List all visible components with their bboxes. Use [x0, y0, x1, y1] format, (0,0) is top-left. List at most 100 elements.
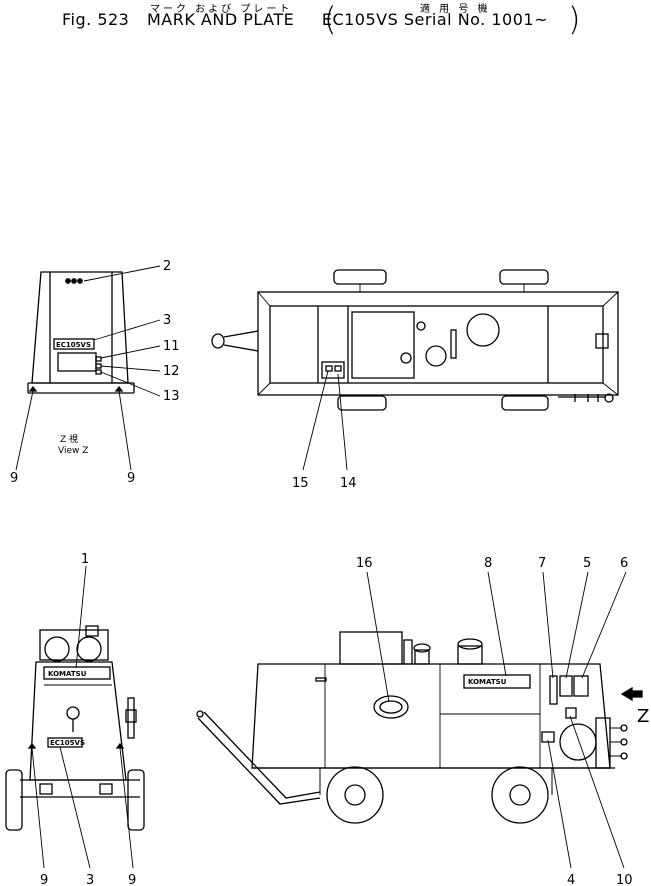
- rear-brand-plate: [43, 666, 111, 680]
- side-wheel-hub: [344, 784, 366, 806]
- small-plate-icon: [95, 369, 102, 375]
- top-view-drawing: [211, 269, 619, 471]
- small-plate-icon: [334, 365, 342, 372]
- small-plate-icon: [95, 356, 102, 362]
- callout-label: 12: [163, 364, 180, 379]
- callout-label: 4: [567, 873, 575, 886]
- reflector-triangle-icon: [114, 385, 124, 392]
- callout-label: 3: [86, 873, 94, 886]
- callout-label: 7: [538, 556, 546, 571]
- side-plate-5: [559, 675, 573, 697]
- outlet-valve-icon: [620, 752, 628, 760]
- callout-label: 5: [583, 556, 591, 571]
- side-plate-7: [549, 675, 558, 705]
- rear-cap: [85, 625, 99, 637]
- rear-light: [99, 783, 113, 795]
- side-air-cleaner-top: [457, 638, 483, 650]
- side-air-cleaner: [457, 645, 483, 665]
- side-tank-circle: [559, 723, 597, 761]
- side-stack: [414, 649, 430, 665]
- reflector-triangle-icon: [28, 385, 38, 392]
- top-frame-outer: [257, 291, 619, 396]
- view-direction-arrow-icon: [620, 686, 643, 702]
- open-paren-icon: (: [324, 0, 337, 38]
- rear-filter-circle: [76, 636, 102, 662]
- small-plate-icon: [325, 365, 333, 372]
- side-upper-pipe: [403, 639, 413, 665]
- top-wheel: [499, 269, 549, 285]
- figure-number: Fig. 523: [62, 10, 130, 29]
- rear-upper-block: [39, 629, 109, 661]
- side-wheel: [326, 766, 384, 824]
- top-rear-box: [595, 333, 609, 349]
- brand-plate-text: KOMATSU: [48, 670, 87, 678]
- callout-label: 13: [163, 389, 180, 404]
- callout-label: 1: [81, 552, 89, 567]
- tow-eye: [211, 333, 225, 349]
- figure-title: MARK AND PLATE: [146, 10, 295, 29]
- view-z-label-en: View Z: [58, 446, 88, 456]
- side-brand-plate: [463, 674, 531, 689]
- japanese-applicability: 適 用 号 機: [420, 4, 491, 15]
- callout-label: 8: [484, 556, 492, 571]
- towbar: [223, 330, 259, 338]
- rear-wheel: [5, 769, 23, 831]
- side-stack-cap: [413, 643, 431, 653]
- rear-wheel: [127, 769, 145, 831]
- outlet-valve-icon: [620, 724, 628, 732]
- top-hose-valves: [558, 394, 605, 402]
- logo-emblem: [373, 695, 409, 719]
- rear-panel-box: [57, 352, 97, 372]
- japanese-title: マーク および プレート: [150, 4, 293, 15]
- side-body-outline: [251, 663, 611, 769]
- callout-label: 9: [128, 873, 136, 886]
- callout-label: 14: [340, 476, 357, 491]
- outlet-valve-icon: [620, 738, 628, 746]
- top-filter-circle: [466, 313, 500, 347]
- top-exhaust: [450, 329, 457, 359]
- mark-dot-icon: [65, 278, 71, 284]
- top-frame-inner: [269, 305, 604, 384]
- side-upper-block: [339, 631, 403, 665]
- rear-light: [39, 783, 53, 795]
- callout-label: 3: [163, 313, 171, 328]
- side-valve-body: [565, 707, 577, 719]
- top-cap-circle: [425, 345, 447, 367]
- brand-plate-text: KOMATSU: [468, 678, 507, 686]
- figure-header: マーク および プレート 適 用 号 機 Fig. 523 MARK AND P…: [0, 0, 651, 40]
- callout-label: 9: [40, 873, 48, 886]
- callout-label: 9: [127, 471, 135, 486]
- top-valve-icon: [604, 393, 614, 403]
- mark-dot-icon: [71, 278, 77, 284]
- rear-hook-icon: [66, 706, 80, 720]
- side-handle: [315, 677, 327, 682]
- logo-emblem-inner: [379, 700, 403, 714]
- view-z-drawing: EC105VS: [15, 265, 161, 471]
- side-plate-6: [573, 675, 589, 697]
- callout-label: 11: [163, 339, 180, 354]
- top-wheel: [501, 395, 549, 411]
- model-plate-text: EC105VS: [56, 341, 91, 349]
- side-rear-manifold: [595, 717, 611, 769]
- tow-eye: [196, 710, 204, 718]
- rear-model-plate: [47, 737, 83, 748]
- side-towbar: [197, 717, 321, 805]
- top-knob: [416, 321, 426, 331]
- small-plate-icon: [95, 363, 102, 369]
- view-z-label-jp: Z 視: [60, 433, 78, 445]
- top-small-cap: [400, 352, 412, 364]
- callout-label: 15: [292, 476, 309, 491]
- side-wheel-hub: [509, 784, 531, 806]
- rear-filter-circle: [44, 636, 70, 662]
- top-plate-box: [321, 361, 345, 379]
- callout-label: 9: [10, 471, 18, 486]
- close-paren-icon: ): [568, 0, 581, 38]
- rear-housing-outline: [31, 271, 129, 384]
- side-view-drawing: KOMATSU: [196, 571, 643, 869]
- top-wheel: [333, 269, 387, 285]
- rear-body-outline: [29, 661, 127, 781]
- callout-label: 2: [163, 259, 171, 274]
- mark-dot-icon: [77, 278, 83, 284]
- callout-label: 10: [616, 873, 633, 886]
